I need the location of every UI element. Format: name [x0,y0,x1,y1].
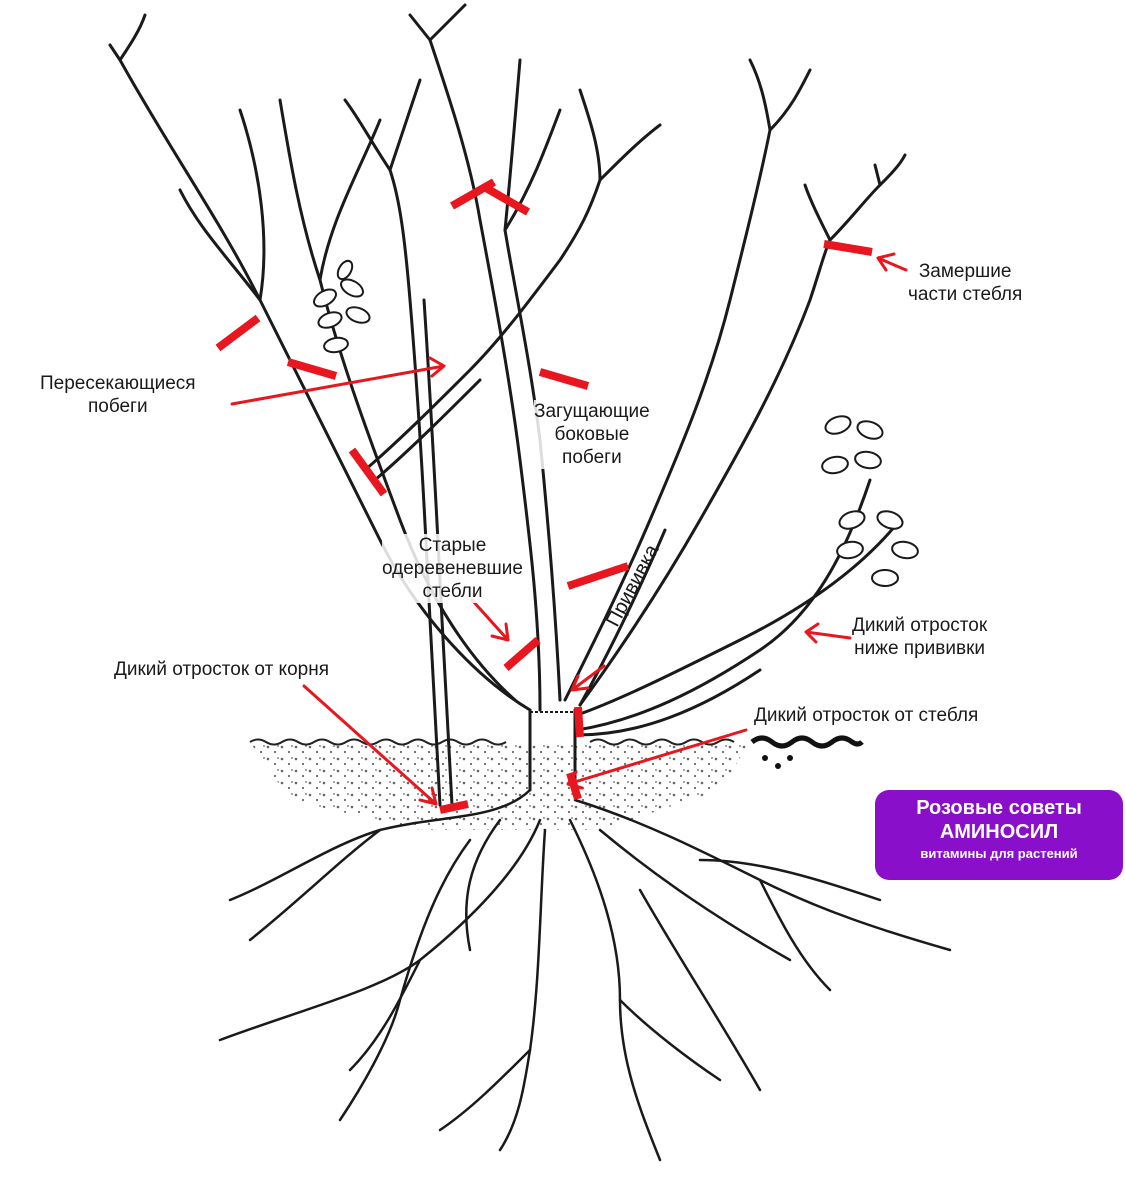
cut-mark [538,368,590,390]
cut-mark [215,314,261,352]
leaf [836,540,864,560]
badge-brand: АМИНОСИЛ [939,821,1059,843]
leaf [854,450,882,470]
leaf [336,259,354,281]
leaf [856,420,884,440]
badge-subtitle: витамины для растений [920,846,1078,861]
soil-surface-line [249,738,735,746]
leaf [876,510,904,530]
cut-marks [215,178,873,814]
soil [249,735,864,830]
label-wild-from-stem: Дикий отросток от стебля [754,704,979,727]
soil-dots-area [250,742,750,830]
leaf [345,306,371,324]
arrow-wild-from-stem [566,728,748,790]
label-crossing: Пересекающиеся побеги [40,372,196,418]
cut-mark [823,240,873,256]
label-frozen: Замершие части стебля [908,260,1023,306]
arrow-wild-from-root [302,684,438,806]
label-wild-from-root: Дикий отросток от корня [114,658,330,681]
soil-legend-dot [762,755,768,761]
arrow-wild-below-graft [804,622,852,644]
arrow-grafting [570,664,606,692]
cut-mark [348,447,388,497]
label-thickening: Загущающие боковые побеги [534,400,650,469]
leaf [871,569,899,587]
badge-title: Розовые советы [916,797,1082,819]
soil-legend-squiggle [750,735,864,749]
brand-badge: Розовые советы АМИНОСИЛ витамины для рас… [875,790,1123,880]
arrow-frozen [876,252,908,272]
soil-legend-dot [787,755,793,761]
arrow-crossing [230,356,446,406]
cut-mark [439,800,469,814]
leaf [824,415,852,435]
cut-mark [450,178,496,210]
leaves [313,259,919,587]
label-wild-below-graft: Дикий отросток ниже прививки [852,614,988,660]
label-old-stems: Старые одеревеневшие стебли [382,534,523,603]
cut-mark [574,706,584,738]
leaf [317,311,343,329]
cut-mark [566,562,630,590]
soil-legend-dot [775,763,781,769]
leaf [891,540,919,560]
leaf [323,336,349,354]
cut-mark [484,184,530,216]
leaf [838,510,866,530]
leaf [821,455,849,475]
rose-stems [108,3,907,807]
arrow-old-stems [470,598,510,642]
roots [218,788,952,1162]
cut-mark [286,358,338,380]
leaf [313,288,337,308]
arrows [230,252,908,806]
cut-mark [503,636,541,672]
leaf [340,278,364,298]
